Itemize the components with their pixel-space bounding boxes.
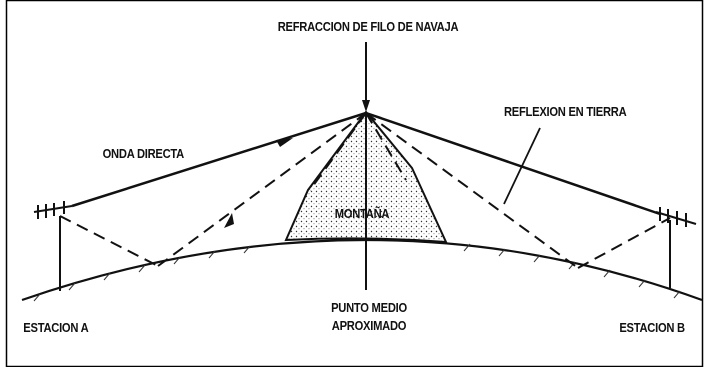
station-b-antenna [655, 207, 697, 288]
direct-wave-line-b [365, 111, 661, 216]
midpoint-label-line1: PUNTO MEDIO [331, 300, 407, 315]
direct-wave-line [71, 111, 367, 208]
midpoint-label-line2: APROXIMADO [331, 318, 407, 333]
knife-edge-arrow [362, 100, 370, 112]
station-a-label: ESTACION A [23, 320, 89, 335]
direct-wave-arrow [276, 138, 293, 147]
mountain-label: MONTAÑA [334, 206, 390, 221]
reflection-pointer [503, 127, 541, 205]
direct-wave-label: ONDA DIRECTA [102, 146, 185, 161]
reflected-wave-arrow [224, 213, 234, 228]
earth-curve [21, 238, 703, 302]
ground-reflection-label: REFLEXION EN TIERRA [503, 104, 627, 119]
station-b-label: ESTACION B [619, 320, 685, 335]
dashed-rays [59, 112, 671, 269]
knife-edge-label: REFRACCION DE FILO DE NAVAJA [277, 19, 459, 34]
ground-hatching [33, 243, 681, 302]
station-a-antenna [33, 201, 73, 291]
